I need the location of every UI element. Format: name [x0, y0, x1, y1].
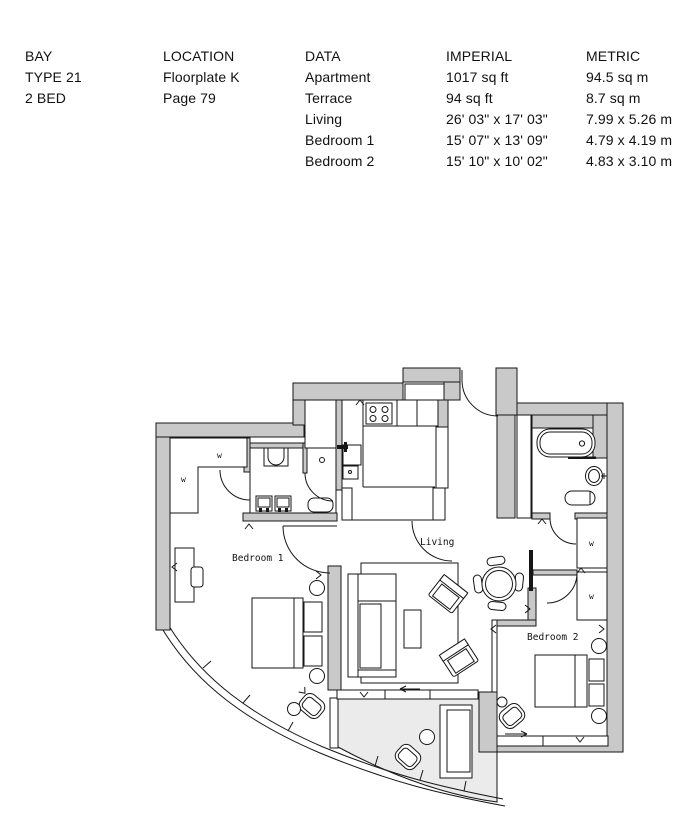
column-header: BAY: [25, 48, 53, 64]
arrow-right-icon: [505, 730, 528, 738]
location-page: Page 79: [163, 90, 216, 106]
metric-value: 4.79 x 4.19 m: [586, 132, 673, 148]
column-header: METRIC: [586, 48, 641, 64]
row-label: Terrace: [305, 90, 353, 106]
row-label: Living: [305, 111, 343, 127]
side-table: [496, 696, 508, 708]
hob-icon: [365, 402, 393, 425]
metric-value: 7.99 x 5.26 m: [586, 111, 673, 127]
bedroom1: [174, 547, 329, 722]
metric-value: 4.83 x 3.10 m: [586, 153, 673, 169]
imperial-value: 94 sq ft: [446, 90, 493, 106]
annotation-marks: [171, 399, 605, 743]
side-table: [287, 702, 301, 716]
sliding-door: [529, 550, 533, 591]
utility-room: [249, 447, 337, 513]
sink-icon: [337, 442, 362, 480]
terrace: [391, 704, 473, 779]
bay-type: TYPE 21: [25, 69, 82, 85]
bed-icon: [534, 638, 607, 724]
spec-column-data: DATA Apartment Terrace Living Bedroom 1 …: [305, 46, 374, 172]
room-outlines: [169, 383, 609, 749]
wardrobe-label: w: [181, 475, 186, 484]
arrow-left-icon: [399, 685, 420, 693]
armchair-icon: [427, 574, 469, 614]
armchair-icon: [438, 638, 480, 678]
wardrobe-label: w: [589, 592, 594, 601]
wardrobe-label: w: [589, 539, 594, 548]
coffee-table: [403, 609, 422, 649]
living-label: Living: [420, 537, 454, 548]
shower-screen: [568, 456, 596, 459]
spec-column-imperial: IMPERIAL 1017 sq ft 94 sq ft 26' 03" x 1…: [446, 46, 548, 172]
column-header: IMPERIAL: [446, 48, 513, 64]
dryer-icon: [274, 495, 292, 513]
metric-value: 94.5 sq m: [586, 69, 649, 85]
imperial-value: 26' 03" x 17' 03": [446, 111, 548, 127]
location-floorplate: Floorplate K: [163, 69, 240, 85]
bay-beds: 2 BED: [25, 90, 66, 106]
door-arcs: [219, 370, 578, 604]
spec-column-location: LOCATION Floorplate K Page 79: [163, 46, 240, 109]
living-room: [347, 555, 525, 684]
bedroom2: [495, 550, 607, 732]
row-label: Apartment: [305, 69, 371, 85]
metric-value: 8.7 sq m: [586, 90, 641, 106]
curved-window-wall: [162, 625, 506, 807]
column-header: LOCATION: [163, 48, 235, 64]
bathtub-icon: [536, 428, 596, 458]
outdoor-table: [419, 729, 435, 745]
basin-icon: [263, 447, 289, 467]
spec-column-metric: METRIC 94.5 sq m 8.7 sq m 7.99 x 5.26 m …: [586, 46, 672, 172]
row-label: Bedroom 1: [305, 132, 375, 148]
bed-icon: [251, 580, 325, 684]
bedroom1-label: Bedroom 1: [232, 553, 284, 564]
imperial-value: 15' 10" x 10' 02": [446, 153, 548, 169]
kitchen: [337, 399, 449, 489]
imperial-value: 15' 07" x 13' 09": [446, 132, 548, 148]
bedroom2-label: Bedroom 2: [527, 632, 578, 643]
fridge-icon: [435, 426, 449, 489]
outdoor-sofa-icon: [439, 704, 473, 779]
sofa-icon: [347, 573, 397, 678]
spec-column-bay: BAY TYPE 21 2 BED: [25, 46, 82, 109]
toilet-icon: [307, 497, 334, 513]
row-label: Bedroom 2: [305, 153, 375, 169]
imperial-value: 1017 sq ft: [446, 69, 509, 85]
washer-icon: [255, 495, 273, 513]
desk-chair: [190, 566, 204, 588]
toilet-icon: [564, 490, 596, 506]
dining-set: [472, 555, 525, 612]
room-labels: Bedroom 1 Living Bedroom 2 w w w w: [181, 451, 594, 643]
wardrobe-label: w: [217, 451, 222, 460]
washbasin-icon: [585, 466, 607, 486]
column-header: DATA: [305, 48, 341, 64]
bathroom: [536, 428, 607, 506]
chair-icon: [295, 690, 329, 722]
